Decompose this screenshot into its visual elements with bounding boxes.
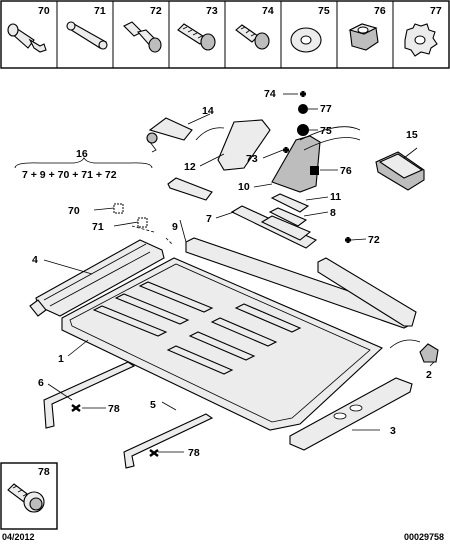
callout-symbols — [71, 91, 351, 457]
shouldered-screw-icon — [123, 21, 162, 53]
callout-9: 9 — [172, 221, 178, 233]
callout-78: 78 — [188, 447, 200, 459]
inset-number: 78 — [38, 466, 50, 478]
callout-7: 7 — [206, 213, 212, 225]
callout-15: 14 — [202, 105, 214, 117]
callout-17: 15 — [406, 129, 418, 141]
callout-77: 77 — [320, 103, 332, 115]
callout-6: 6 — [38, 377, 44, 389]
roof-rack-assembly — [29, 117, 439, 469]
footer-date: 04/2012 — [2, 532, 35, 542]
short-socket-screw-icon — [235, 24, 270, 50]
short-pin-icon — [7, 23, 47, 53]
support-bar — [123, 413, 214, 469]
callout-75: 75 — [320, 125, 332, 137]
callout-73: 73 — [246, 153, 258, 165]
tray-ribs — [92, 281, 302, 375]
header-part-number: 72 — [150, 5, 162, 17]
support-bar — [43, 361, 136, 429]
flat-washer-icon — [290, 27, 322, 53]
rear-rail — [289, 377, 413, 451]
header-part-number: 76 — [374, 5, 386, 17]
callout-13: 12 — [184, 161, 196, 173]
kit-contents: 7 + 9 + 70 + 71 + 72 — [22, 169, 117, 181]
callout-8: 8 — [330, 207, 336, 219]
callout-10: 2 — [426, 369, 432, 381]
corner-clip — [419, 343, 439, 363]
callout-1: 1 — [58, 353, 64, 365]
clamp-cover — [217, 119, 271, 171]
socket-screw-icon — [177, 23, 216, 51]
callout-78: 78 — [108, 403, 120, 415]
footer-reference: 00029758 — [404, 532, 444, 542]
header-part-number: 73 — [206, 5, 218, 17]
callout-3: 3 — [390, 425, 396, 437]
callout-5: 5 — [150, 399, 156, 411]
kit-number: 16 — [76, 148, 88, 160]
callout-70: 70 — [68, 205, 80, 217]
callout-74: 74 — [264, 88, 276, 100]
hex-nut-icon — [348, 23, 379, 51]
header-part-number: 70 — [38, 5, 50, 17]
callout-11: 10 — [238, 181, 250, 193]
callout-72: 72 — [368, 234, 380, 246]
callout-12: 11 — [330, 191, 341, 203]
kit-label: 16 7 + 9 + 70 + 71 + 72 — [14, 148, 153, 181]
callout-76: 76 — [340, 165, 352, 177]
header-part-number: 71 — [94, 5, 106, 17]
plain-pin-icon — [66, 21, 108, 50]
side-rail — [317, 257, 417, 327]
bolt-with-washer-icon — [7, 483, 45, 513]
callout-4: 4 — [32, 254, 38, 266]
clamp-bracket — [271, 135, 321, 193]
header-part-number: 75 — [318, 5, 330, 17]
end-cap — [167, 177, 213, 201]
serrated-washer-icon — [404, 23, 438, 57]
inset-box: 78 — [0, 462, 58, 530]
header-part-number: 74 — [262, 5, 274, 17]
lock-key-icon — [146, 117, 193, 153]
callout-71: 71 — [92, 221, 104, 233]
callout-numbers: 74 77 75 73 76 14 12 15 10 11 8 7 9 70 7… — [32, 88, 432, 459]
leader-lines — [43, 93, 435, 453]
header-parts-strip: 70 71 72 73 74 75 76 77 — [0, 0, 450, 69]
header-part-number: 77 — [430, 5, 442, 17]
